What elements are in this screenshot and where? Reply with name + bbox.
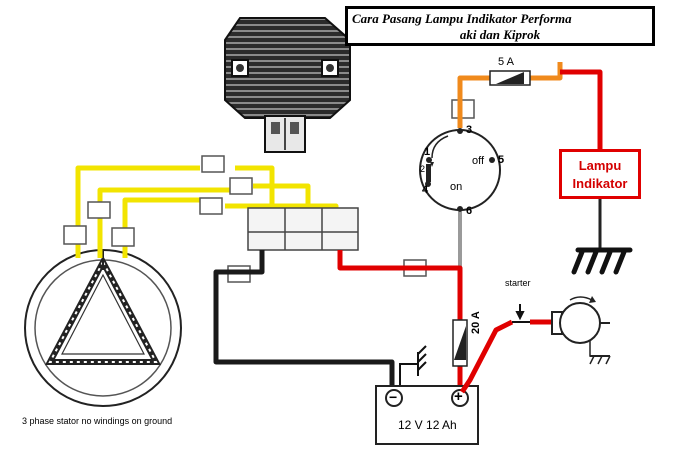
switch-terminal-1: 1 <box>424 146 431 158</box>
diagram-title: Cara Pasang Lampu Indikator Performa aki… <box>345 6 655 46</box>
switch-on-label: on <box>450 181 463 193</box>
battery-icon <box>375 385 479 445</box>
regulator-plug <box>247 207 359 251</box>
stator-caption: 3 phase stator no windings on ground <box>22 416 173 426</box>
black-ground-wire <box>213 250 395 386</box>
battery-ground-icon <box>399 345 427 386</box>
switch-terminal-6: 6 <box>466 205 473 217</box>
switch-terminal-5: 5 <box>498 154 505 166</box>
title-line-2: aki dan Kiprok <box>459 27 541 42</box>
starter-motor-icon <box>551 296 611 365</box>
stator-icon <box>24 249 182 407</box>
lamp-label-line-2: Indikator <box>572 176 628 191</box>
regulator-rectifier-icon <box>224 17 351 153</box>
switch-off-label: off <box>472 155 485 167</box>
fuse-5a-label: 5 A <box>498 56 514 68</box>
switch-terminal-4: 4 <box>422 184 429 196</box>
lamp-label-line-1: Lampu <box>578 158 622 173</box>
battery-negative-symbol: − <box>389 389 398 405</box>
fuse-20a-label: 20 A <box>470 311 482 334</box>
ground-icon <box>571 247 633 275</box>
title-line-1: Cara Pasang Lampu Indikator Performa <box>352 11 572 26</box>
orange-wires <box>457 62 563 128</box>
fuse-5a-icon <box>489 70 531 86</box>
ignition-switch <box>419 128 501 212</box>
starter-label: starter <box>505 278 531 288</box>
battery-positive-symbol: + <box>454 388 463 405</box>
lamp-indicator: Lampu Indikator <box>559 149 641 199</box>
red-lamp-wire <box>560 69 603 150</box>
starter-switch-icon <box>512 304 530 323</box>
switch-terminal-2: 2 <box>420 164 426 174</box>
switch-terminal-3: 3 <box>466 124 473 136</box>
battery-label: 12 V 12 Ah <box>398 418 457 432</box>
fuse-20a-icon <box>452 319 468 367</box>
